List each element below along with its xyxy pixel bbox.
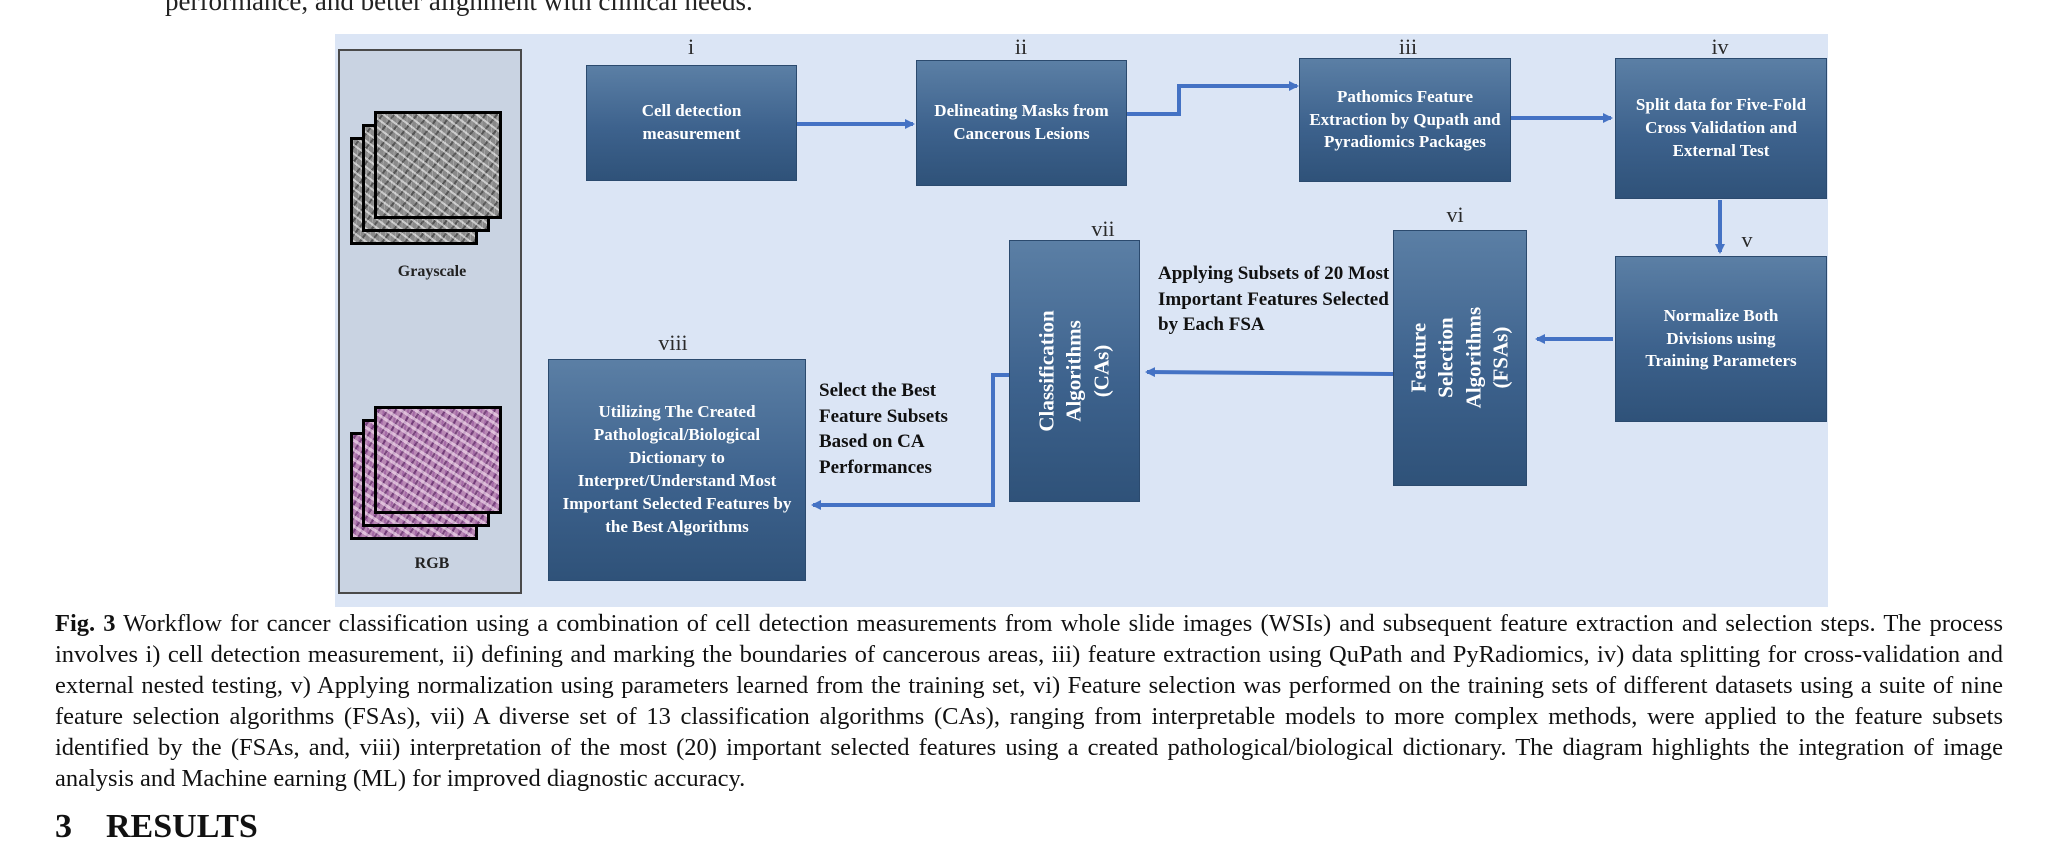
- previous-paragraph-line: performance, and better alignment with c…: [165, 0, 753, 16]
- step-box-delineating-masks: Delineating Masks from Cancerous Lesions: [916, 60, 1127, 186]
- arrows-layer: [797, 81, 1725, 510]
- step-number-v: v: [1741, 227, 1753, 252]
- rgb-image-stack: [350, 406, 520, 576]
- step-number-ii: ii: [1014, 34, 1028, 59]
- annotation-ca-to-dictionary: Select the Best Feature Subsets Based on…: [819, 380, 948, 478]
- step-number-iv: iv: [1711, 34, 1729, 59]
- step-box-cell-detection: Cell detection measurement: [586, 65, 797, 181]
- step-number-vii: vii: [1091, 216, 1115, 241]
- step-label-viii: Utilizing The Created Pathological/Biolo…: [562, 402, 792, 536]
- step-number-iii: iii: [1398, 34, 1418, 59]
- step-box-feature-extraction: Pathomics Feature Extraction by Qupath a…: [1299, 58, 1511, 182]
- figure-caption-text: Workflow for cancer classification using…: [55, 610, 2003, 792]
- image-panel: Grayscale RGB: [338, 49, 522, 594]
- step-label-vii: Classification Algorithms (CAs): [1034, 310, 1114, 432]
- arrow-ii-iii: [1127, 81, 1299, 116]
- step-label-v: Normalize Both Divisions using Training …: [1645, 305, 1797, 371]
- step-label-i: Cell detection measurement: [641, 101, 742, 143]
- annotation-fsa-to-ca: Applying Subsets of 20 Most Important Fe…: [1158, 263, 1390, 336]
- step-number-i: i: [687, 34, 695, 59]
- grayscale-tile-front: [374, 111, 502, 219]
- step-number-viii: viii: [658, 330, 688, 355]
- step-box-classification: Classification Algorithms (CAs): [1009, 240, 1140, 502]
- step-label-iv: Split data for Five-Fold Cross Validatio…: [1635, 95, 1807, 160]
- step-box-dictionary: Utilizing The Created Pathological/Biolo…: [548, 359, 806, 581]
- step-label-vi: Feature Selection Algorithms (FSAs): [1406, 307, 1513, 409]
- arrow-vii-viii: [811, 373, 1009, 510]
- arrow-vi-vii: [1145, 367, 1394, 378]
- grayscale-image-stack: [350, 111, 520, 281]
- figure-caption: Fig. 3 Workflow for cancer classificatio…: [55, 608, 2003, 794]
- grayscale-label: Grayscale: [397, 263, 467, 280]
- rgb-label: RGB: [414, 555, 450, 572]
- figure-caption-label: Fig. 3: [55, 610, 116, 637]
- step-number-vi: vi: [1446, 202, 1464, 227]
- step-box-split-data: Split data for Five-Fold Cross Validatio…: [1615, 58, 1827, 199]
- rgb-tile-front: [374, 406, 502, 514]
- step-box-feature-selection: Feature Selection Algorithms (FSAs): [1393, 230, 1527, 486]
- workflow-diagram: Grayscale RGB i Cell detection measureme…: [335, 34, 1828, 607]
- step-label-ii: Delineating Masks from Cancerous Lesions: [934, 101, 1109, 143]
- next-section-heading: 3 RESULTS: [55, 808, 258, 845]
- step-box-normalize: Normalize Both Divisions using Training …: [1615, 256, 1827, 422]
- step-label-iii: Pathomics Feature Extraction by Qupath a…: [1309, 86, 1501, 152]
